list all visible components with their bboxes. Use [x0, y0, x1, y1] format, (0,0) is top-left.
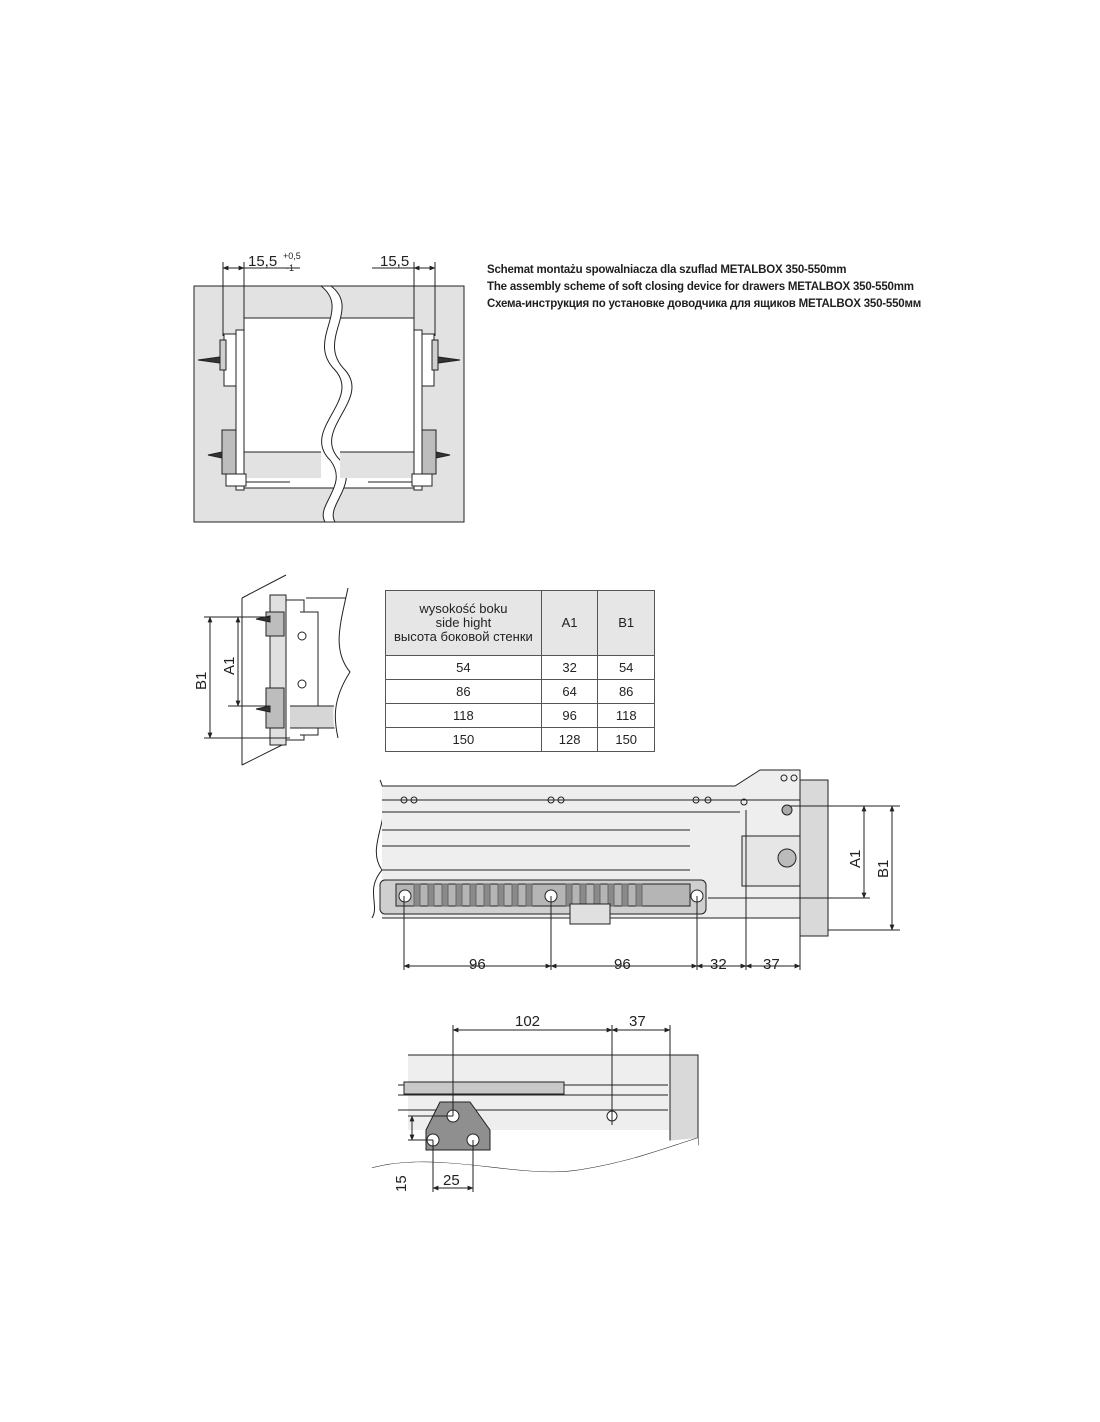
cell-side: 86	[385, 679, 542, 704]
table-row: 86 64 86	[385, 679, 655, 704]
cell-side: 150	[385, 727, 542, 752]
cell-a1: 128	[540, 727, 599, 752]
side-height-table: wysokość boku side hight высота боковой …	[385, 590, 655, 752]
header-b1: B1	[597, 590, 655, 656]
runner-label-a1: A1	[847, 850, 864, 868]
cell-a1: 96	[540, 703, 599, 728]
header-a1: A1	[540, 590, 599, 656]
cell-a1: 32	[540, 655, 599, 680]
bottom-dim-37: 37	[629, 1013, 646, 1030]
cell-b1: 86	[597, 679, 655, 704]
runner-dim-96-b: 96	[614, 956, 631, 973]
cell-b1: 118	[597, 703, 655, 728]
title-english: The assembly scheme of soft closing devi…	[487, 281, 914, 293]
table-row: 54 32 54	[385, 655, 655, 680]
runner-view-drawing	[371, 769, 900, 970]
header-side-height-en: side hight	[435, 615, 492, 630]
bottom-view-drawing	[371, 1025, 699, 1200]
front-dim-right: 15,5	[380, 253, 409, 270]
header-side-height-pl: wysokość boku	[419, 601, 508, 616]
runner-dim-32: 32	[710, 956, 727, 973]
side-view-drawing	[204, 574, 351, 766]
cell-side: 118	[385, 703, 542, 728]
bottom-dim-25: 25	[443, 1172, 460, 1189]
break-line	[319, 285, 353, 523]
side-label-a1: A1	[221, 657, 238, 675]
front-view-drawing	[193, 262, 465, 523]
runner-dim-37: 37	[763, 956, 780, 973]
cell-side: 54	[385, 655, 542, 680]
cell-a1: 64	[540, 679, 599, 704]
header-side-height: wysokość boku side hight высота боковой …	[385, 590, 542, 656]
runner-dim-96-a: 96	[469, 956, 486, 973]
header-side-height-ru: высота боковой стенки	[394, 629, 533, 644]
front-dim-left: 15,5	[248, 253, 277, 270]
cell-b1: 54	[597, 655, 655, 680]
bottom-dim-15: 15	[393, 1175, 410, 1192]
front-dim-left-tol-upper: +0,5	[283, 251, 301, 261]
bottom-dim-102: 102	[515, 1013, 540, 1030]
title-polish: Schemat montażu spowalniacza dla szuflad…	[487, 264, 847, 276]
front-dim-left-tol-lower: -1	[286, 263, 294, 273]
cell-b1: 150	[597, 727, 655, 752]
runner-label-b1: B1	[875, 860, 892, 878]
table-row: 118 96 118	[385, 703, 655, 728]
title-block: Schemat montażu spowalniacza dla szuflad…	[487, 262, 1047, 313]
table-row: 150 128 150	[385, 727, 655, 752]
side-label-b1: B1	[193, 672, 210, 690]
title-russian: Схема-инструкция по установке доводчика …	[487, 298, 922, 310]
table-header-row: wysokość boku side hight высота боковой …	[385, 590, 655, 656]
